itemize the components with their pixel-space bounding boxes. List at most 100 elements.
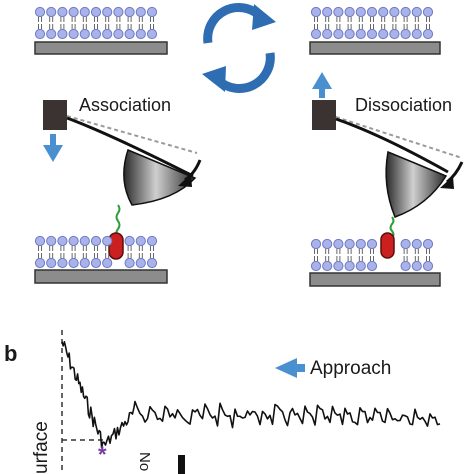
lipid-head	[113, 6, 124, 18]
lipid-head	[90, 28, 102, 40]
lipid-head	[34, 28, 46, 40]
lipid-head	[34, 257, 46, 269]
lipid-head	[344, 238, 355, 250]
lipid-head	[68, 28, 79, 40]
lipid-head	[90, 6, 102, 18]
lipid-head	[322, 28, 333, 40]
lipid-head	[135, 257, 146, 269]
lipid-head	[102, 235, 113, 247]
lipid-bilayer-mid-left	[34, 235, 158, 269]
lipid-head	[124, 257, 135, 269]
lipid-head	[355, 28, 366, 40]
association-label: Association	[79, 95, 171, 115]
linker-left	[115, 204, 121, 235]
dissociation-label: Dissociation	[355, 95, 452, 115]
scale-bar	[178, 455, 185, 474]
lipid-head	[422, 238, 434, 250]
rest-position-line-left	[66, 115, 198, 154]
lipid-head	[411, 6, 422, 18]
arrow-down-icon	[43, 134, 63, 162]
lipid-head	[310, 28, 322, 40]
lipid-head	[57, 235, 68, 247]
lipid-head	[344, 28, 355, 40]
dissociation-scene: Dissociation	[309, 72, 464, 287]
lipid-head	[102, 6, 113, 18]
lipid-head	[344, 6, 355, 18]
lipid-head	[124, 6, 135, 18]
lipid-head	[366, 6, 378, 18]
lipid-head	[57, 257, 68, 269]
lipid-head	[124, 28, 135, 40]
cantilever-base-left	[43, 100, 67, 130]
deflection-arrow-icon-right	[446, 161, 464, 184]
lipid-head	[57, 6, 68, 18]
lipid-head	[46, 6, 57, 18]
substrate-mid-right	[309, 272, 441, 287]
cantilever-beam-right	[335, 117, 449, 174]
lipid-head	[146, 235, 158, 247]
lipid-head	[102, 28, 113, 40]
substrate-mid-left	[34, 269, 168, 284]
afm-tip-right	[385, 150, 448, 218]
lipid-head	[422, 6, 434, 18]
lipid-head	[34, 235, 46, 247]
lipid-head	[366, 260, 378, 272]
lipid-head	[113, 28, 124, 40]
lipid-head	[102, 257, 113, 269]
lipid-head	[310, 6, 322, 18]
surface-axis-label: urface	[31, 421, 52, 474]
lipid-head	[400, 260, 411, 272]
lipid-head	[46, 257, 57, 269]
lipid-head	[366, 238, 378, 250]
lipid-head	[57, 28, 68, 40]
protein-left	[108, 232, 124, 260]
lipid-head	[68, 235, 79, 247]
association-scene: Association	[34, 95, 202, 284]
lipid-head	[146, 6, 158, 18]
approach-legend: Approach	[275, 358, 391, 379]
lipid-head	[135, 235, 146, 247]
lipid-head	[68, 6, 79, 18]
adhesion-marker: *	[98, 442, 107, 467]
lipid-head	[34, 6, 46, 18]
lipid-head	[333, 6, 344, 18]
lipid-head	[90, 235, 102, 247]
lipid-head	[322, 6, 333, 18]
bilayer-top-left	[34, 41, 168, 55]
lipid-head	[79, 28, 90, 40]
substrate-top-right	[309, 41, 441, 55]
lipid-bilayers	[34, 6, 434, 272]
lipid-head	[400, 6, 411, 18]
lipid-head	[310, 238, 322, 250]
lipid-head	[135, 6, 146, 18]
lipid-head	[135, 28, 146, 40]
lipid-head	[79, 6, 90, 18]
lipid-head	[322, 238, 333, 250]
lipid-head	[411, 238, 422, 250]
lipid-head	[389, 6, 400, 18]
lipid-bilayer-mid-right	[310, 238, 434, 272]
approach-label: Approach	[310, 358, 391, 379]
lipid-head	[333, 260, 344, 272]
protein-right	[380, 232, 395, 259]
lipid-head	[422, 260, 434, 272]
lipid-head	[146, 28, 158, 40]
lipid-head	[79, 257, 90, 269]
lipid-head	[378, 6, 389, 18]
lipid-head	[68, 257, 79, 269]
lipid-head	[46, 235, 57, 247]
lipid-head	[322, 260, 333, 272]
lipid-head	[46, 28, 57, 40]
lipid-bilayer-top-right	[310, 6, 434, 40]
lipid-head	[310, 260, 322, 272]
lipid-head	[378, 28, 389, 40]
lipid-head	[400, 238, 411, 250]
lipid-head	[389, 28, 400, 40]
partial-axis-label: No	[136, 452, 153, 471]
lipid-bilayer-top-left	[34, 6, 158, 40]
rest-position-line-right	[335, 116, 463, 159]
force-trace	[61, 340, 441, 449]
panel-b: b urface No * Approach	[4, 330, 441, 474]
lipid-head	[355, 6, 366, 18]
